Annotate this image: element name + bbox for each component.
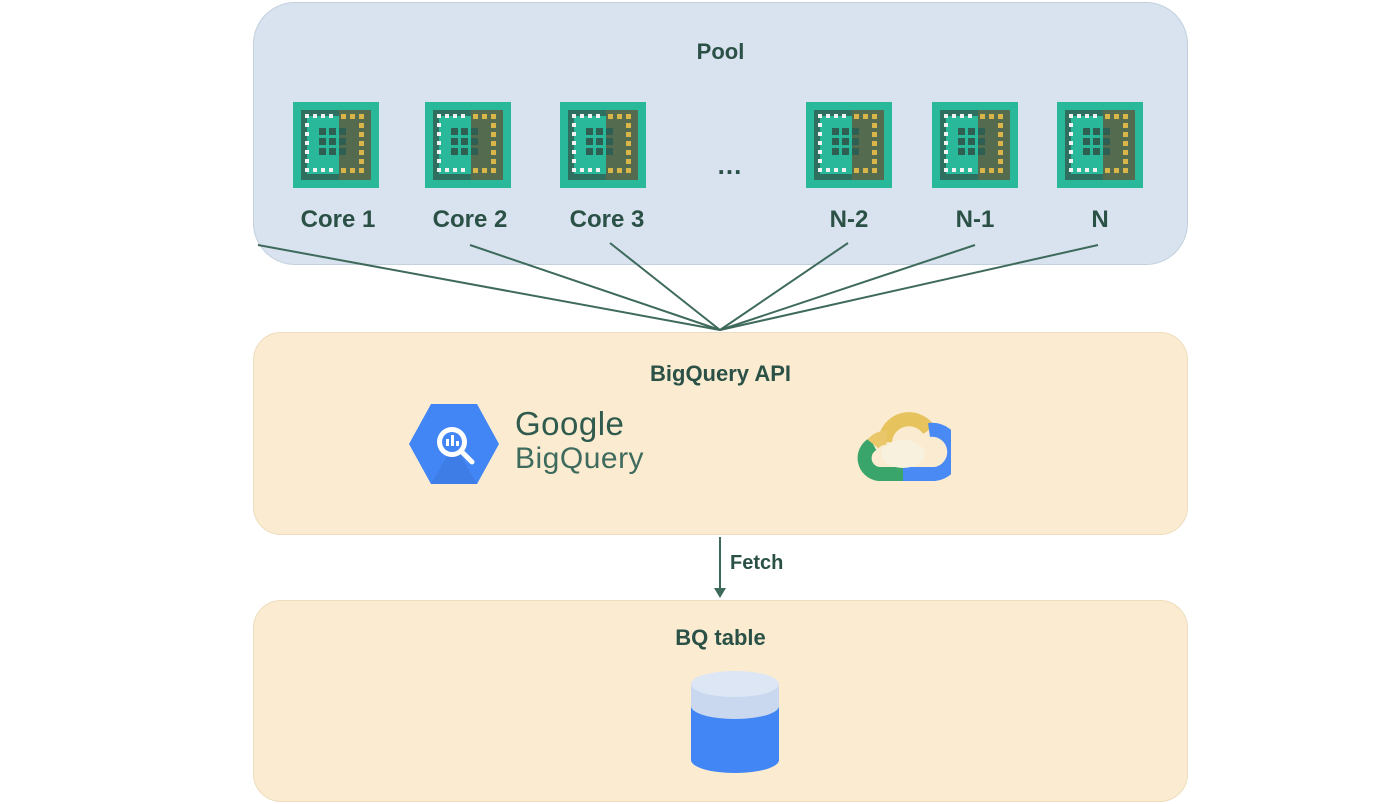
database-icon (691, 671, 779, 773)
google-cloud-icon (857, 412, 951, 481)
connector-line (609, 242, 721, 331)
table-title: BQ table (675, 625, 766, 650)
bigquery-wordmark: BigQuery (515, 442, 645, 475)
bigquery-api-panel: BigQuery API (253, 332, 1188, 535)
pool-title: Pool (696, 39, 745, 64)
core-label: N-2 (829, 206, 869, 233)
connector-line (719, 244, 1099, 331)
core-label: N-1 (955, 206, 995, 233)
bigquery-logo-icon (409, 404, 499, 484)
fetch-label: Fetch (730, 552, 784, 574)
connector-line (257, 244, 721, 331)
ellipsis: ... (717, 150, 743, 180)
connector-line (719, 242, 849, 331)
core-label: N (1091, 206, 1109, 233)
connector-line (469, 244, 721, 331)
core-label: Core 1 (300, 206, 376, 233)
api-title: BigQuery API (650, 361, 791, 386)
google-wordmark: Google (515, 405, 625, 442)
core-label: Core 2 (432, 206, 508, 233)
core-label: Core 3 (569, 206, 645, 233)
pool-panel: Pool (253, 2, 1188, 265)
connector-line (719, 244, 976, 331)
